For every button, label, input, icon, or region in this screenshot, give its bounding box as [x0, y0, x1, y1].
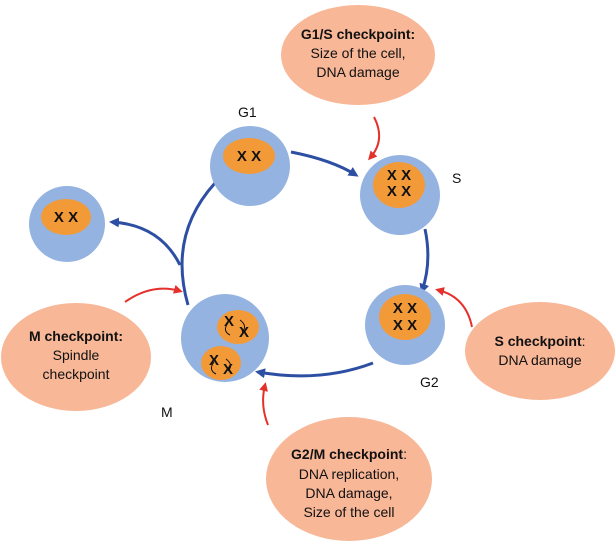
checkpoint-s-line-1: DNA damage: [498, 352, 581, 368]
arrow-g2-to-m: [255, 361, 374, 379]
checkpoint-g2m-title: G2/M checkpoint: [291, 446, 403, 462]
checkpoint-g2m-line-3: Size of the cell: [303, 504, 394, 520]
phase-label-g1: G1: [238, 104, 257, 120]
checkpoint-s: S checkpoint: DNA damage: [465, 302, 615, 400]
nucleus-upper: [217, 310, 259, 344]
cell-g1: X X: [210, 126, 290, 206]
cell-g2: X X X X: [365, 285, 445, 365]
arrow-g1-to-s: [290, 150, 359, 177]
checkpoint-s-heading: S checkpoint:: [494, 333, 585, 349]
cell-m: X X X X: [181, 294, 269, 382]
checkpoint-g2m: G2/M checkpoint: DNA replication, DNA da…: [266, 417, 432, 541]
arrow-g2m-checkpoint: [259, 382, 269, 426]
arrow-m-checkpoint: [124, 285, 183, 303]
chromosome-m-2: X: [239, 324, 249, 341]
phase-label-m: M: [161, 404, 173, 420]
chromosomes-g1: X X: [237, 148, 261, 165]
checkpoint-g1s: G1/S checkpoint: Size of the cell, DNA d…: [281, 5, 435, 105]
arrow-g1s-checkpoint: [368, 116, 381, 161]
nucleus: [41, 199, 91, 235]
cycle-arrows: [109, 150, 430, 379]
nucleus: [379, 294, 431, 340]
chromosomes-g2-top: X X: [393, 300, 417, 317]
checkpoint-m: M checkpoint: Spindle checkpoint: [1, 303, 151, 411]
chromosome-m-1: X: [224, 313, 234, 330]
spindle-fiber: [224, 319, 246, 336]
checkpoint-s-title: S checkpoint: [494, 333, 581, 349]
phase-label-g2: G2: [420, 374, 439, 390]
checkpoint-g2m-line-2: DNA damage,: [305, 485, 392, 501]
chromosome-m-3: X: [209, 352, 219, 369]
arrow-s-checkpoint: [435, 287, 473, 328]
chromosomes-s-top: X X: [387, 167, 411, 184]
chromosome-m-4: X: [223, 361, 233, 378]
checkpoint-m-title: M checkpoint:: [29, 328, 123, 344]
nucleus: [223, 138, 275, 174]
checkpoint-arrows: [124, 116, 473, 426]
cell-s: X X X X: [360, 155, 440, 235]
checkpoint-s-colon: :: [582, 333, 586, 349]
cell-daughter: X X: [29, 186, 105, 262]
arrow-to-daughter-cell: [109, 217, 182, 266]
arrow-s-to-g2: [419, 228, 430, 294]
checkpoint-m-line-2: checkpoint: [43, 366, 110, 382]
checkpoint-g2m-heading: G2/M checkpoint:: [291, 446, 407, 462]
chromosomes-g2-bottom: X X: [393, 317, 417, 334]
arrow-m-to-g1: [180, 181, 217, 306]
checkpoint-m-line-1: Spindle: [53, 347, 100, 363]
nucleus-lower: [201, 346, 241, 380]
spindle-fiber: [210, 358, 232, 375]
checkpoint-g2m-colon: :: [403, 446, 407, 462]
chromosomes-s-bottom: X X: [387, 183, 411, 200]
checkpoint-g1s-title: G1/S checkpoint:: [301, 26, 415, 42]
checkpoint-g1s-line-2: DNA damage: [316, 64, 399, 80]
chromosomes-daughter: X X: [54, 209, 78, 226]
phase-label-s: S: [452, 170, 461, 186]
nucleus: [373, 162, 425, 208]
checkpoint-g1s-line-1: Size of the cell,: [311, 45, 406, 61]
checkpoint-g2m-line-1: DNA replication,: [299, 466, 399, 482]
